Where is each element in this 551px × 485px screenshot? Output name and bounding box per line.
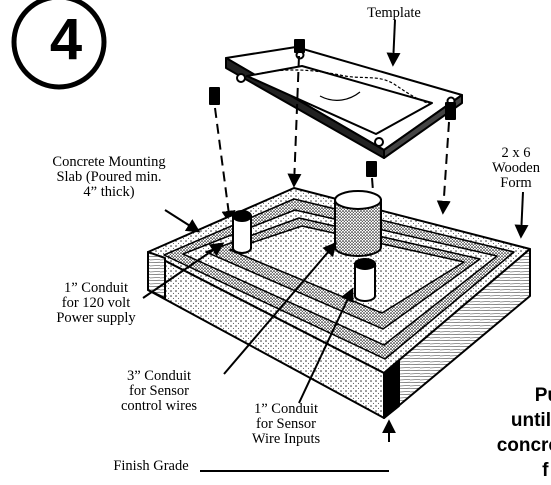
power-conduit-label: 1” Conduit for 120 volt Power supply (56, 280, 136, 326)
wooden-form-label: 2 x 6 Wooden Form (492, 145, 540, 191)
conduit-input (354, 258, 376, 302)
side-note-text: Pu until concre f i (496, 385, 551, 481)
step-number: 4 (49, 7, 83, 72)
template-frame (209, 39, 463, 177)
step-circle (11, 0, 107, 90)
conduit-power (232, 210, 252, 254)
finish-grade-label: Finish Grade (113, 458, 189, 474)
template-label: Template (367, 5, 421, 21)
label-pointers (142, 19, 529, 472)
control-conduit-label: 3” Conduit for Sensor control wires (120, 368, 198, 414)
concrete-slab-label: Concrete Mounting Slab (Poured min. 4” t… (52, 154, 166, 200)
conduit-3in (334, 190, 382, 257)
input-conduit-label: 1” Conduit for Sensor Wire Inputs (251, 401, 321, 447)
